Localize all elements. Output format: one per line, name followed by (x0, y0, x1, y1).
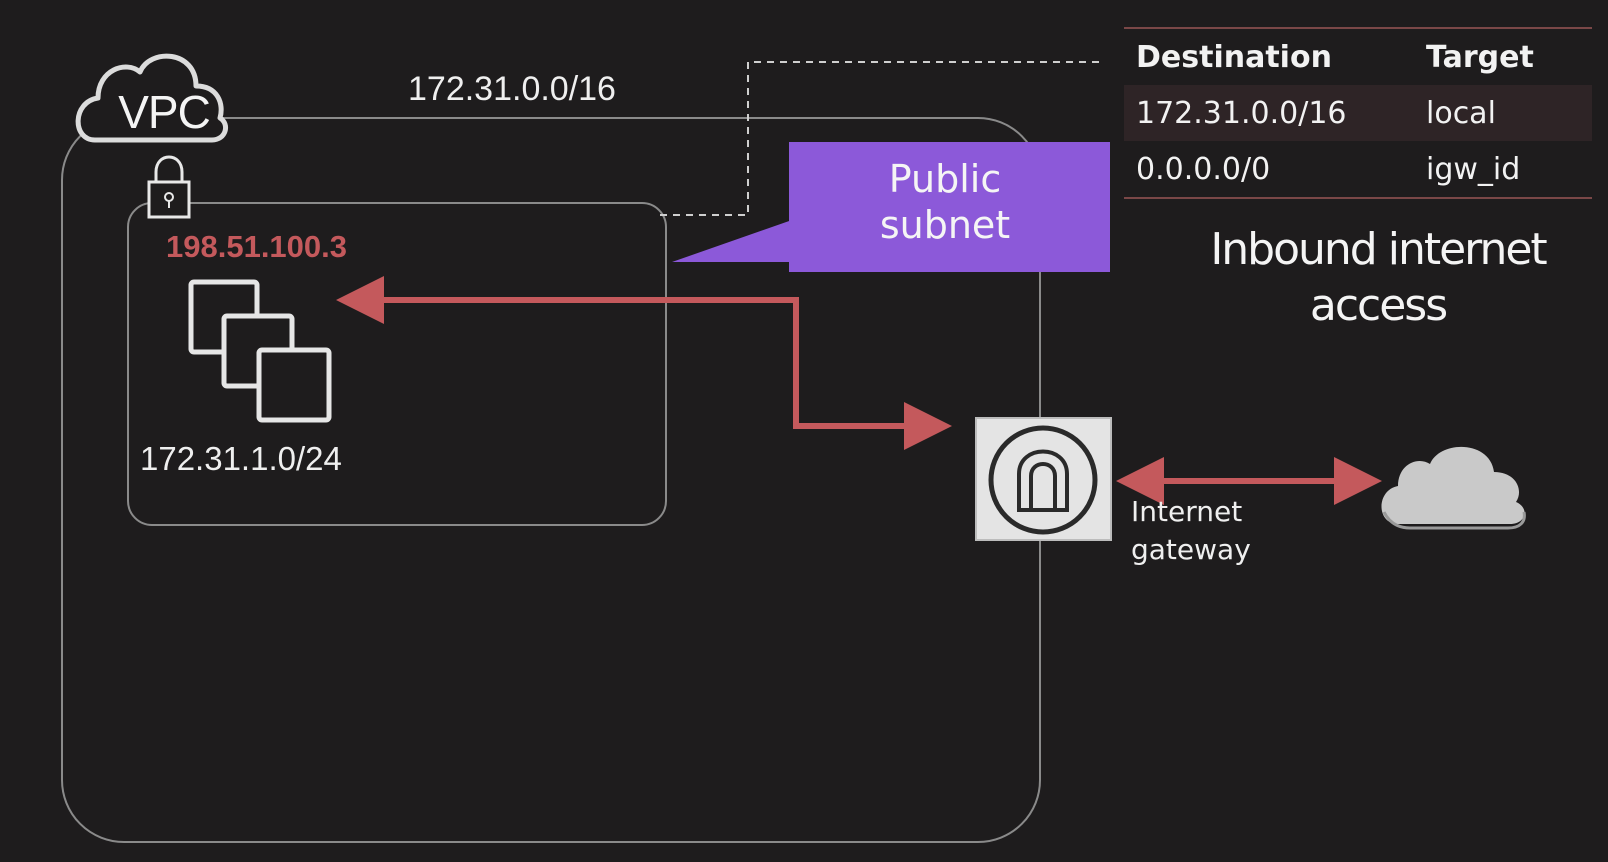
vpc-cloud-icon (75, 53, 229, 143)
igw-label-line-2: gateway (1131, 533, 1251, 566)
lock-icon (147, 155, 191, 219)
route-table-header-destination: Destination (1136, 39, 1332, 75)
igw-label-line-1: Internet (1131, 495, 1243, 528)
instances-icon (188, 279, 332, 423)
public-subnet-callout-label: Public subnet (785, 156, 1105, 248)
route-target: igw_id (1426, 151, 1521, 187)
callout-line-1: Public (888, 157, 1002, 201)
callout-line-2: subnet (879, 203, 1011, 247)
route-table-row: 0.0.0.0/0 igw_id (1124, 141, 1592, 199)
route-destination: 0.0.0.0/0 (1136, 151, 1271, 187)
public-subnet-callout-pointer (672, 220, 792, 262)
internet-gateway-label: Internet gateway (1131, 493, 1251, 569)
route-table-header: Destination Target (1124, 27, 1592, 85)
subnet-cidr: 172.31.1.0/24 (140, 440, 342, 477)
slide-title-line-2: access (1309, 280, 1448, 331)
vpc-label: VPC (118, 86, 211, 138)
internet-gateway-icon[interactable] (975, 417, 1112, 541)
internet-cloud-icon (1381, 446, 1526, 530)
vpc-cidr: 172.31.0.0/16 (408, 70, 616, 108)
instance-public-ip: 198.51.100.3 (166, 229, 348, 264)
slide-title: Inbound internet access (1168, 222, 1588, 334)
route-table-row: 172.31.0.0/16 local (1124, 85, 1592, 141)
route-destination: 172.31.0.0/16 (1136, 95, 1347, 131)
public-subnet-callout (789, 142, 1110, 272)
route-table: Destination Target 172.31.0.0/16 local 0… (1124, 27, 1592, 199)
inbound-route-arrow (336, 276, 952, 450)
route-target: local (1426, 95, 1496, 131)
route-table-association-line (660, 61, 1100, 216)
slide-title-line-1: Inbound internet (1210, 224, 1547, 275)
route-table-header-target: Target (1426, 39, 1534, 75)
